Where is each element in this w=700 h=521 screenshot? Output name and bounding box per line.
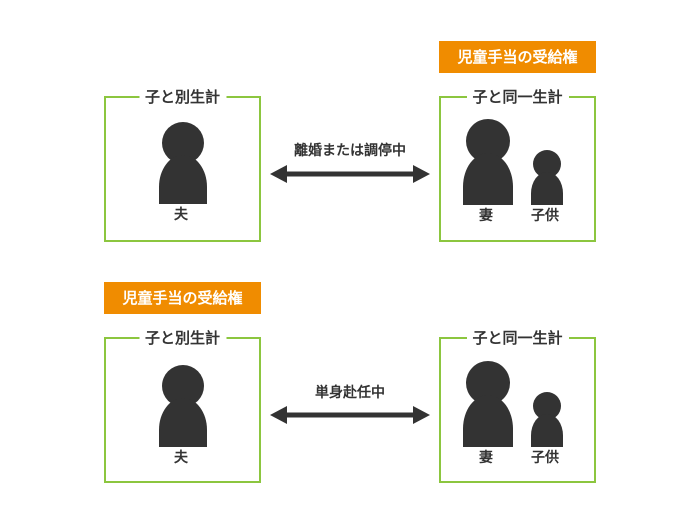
same-household-box-1: 子と同一生計 妻 子供 <box>439 87 596 242</box>
wife-label: 妻 <box>476 209 496 227</box>
double-arrow-icon <box>270 406 430 424</box>
child-figure-icon <box>530 150 564 205</box>
box-title: 子と別生計 <box>138 87 227 107</box>
box-title: 子と同一生計 <box>466 328 569 348</box>
double-arrow-icon <box>270 165 430 183</box>
benefit-badge-1: 児童手当の受給権 <box>439 41 596 73</box>
same-household-box-2: 子と同一生計 妻 子供 <box>439 328 596 483</box>
relation-label-1: 離婚または調停中 <box>294 143 406 159</box>
husband-figure-icon <box>158 365 208 447</box>
husband-figure-icon <box>158 122 208 204</box>
separate-household-box-2: 子と別生計 夫 <box>104 328 261 483</box>
child-label: 子供 <box>528 451 562 469</box>
separate-household-box-1: 子と別生計 夫 <box>104 87 261 242</box>
husband-label: 夫 <box>171 208 191 226</box>
wife-figure-icon <box>463 361 513 447</box>
wife-label: 妻 <box>476 451 496 469</box>
husband-label: 夫 <box>171 451 191 469</box>
child-figure-icon <box>530 392 564 447</box>
relation-label-2: 単身赴任中 <box>315 385 385 401</box>
benefit-badge-2: 児童手当の受給権 <box>104 282 261 314</box>
child-label: 子供 <box>528 209 562 227</box>
box-title: 子と同一生計 <box>466 87 569 107</box>
box-title: 子と別生計 <box>138 328 227 348</box>
wife-figure-icon <box>463 119 513 205</box>
